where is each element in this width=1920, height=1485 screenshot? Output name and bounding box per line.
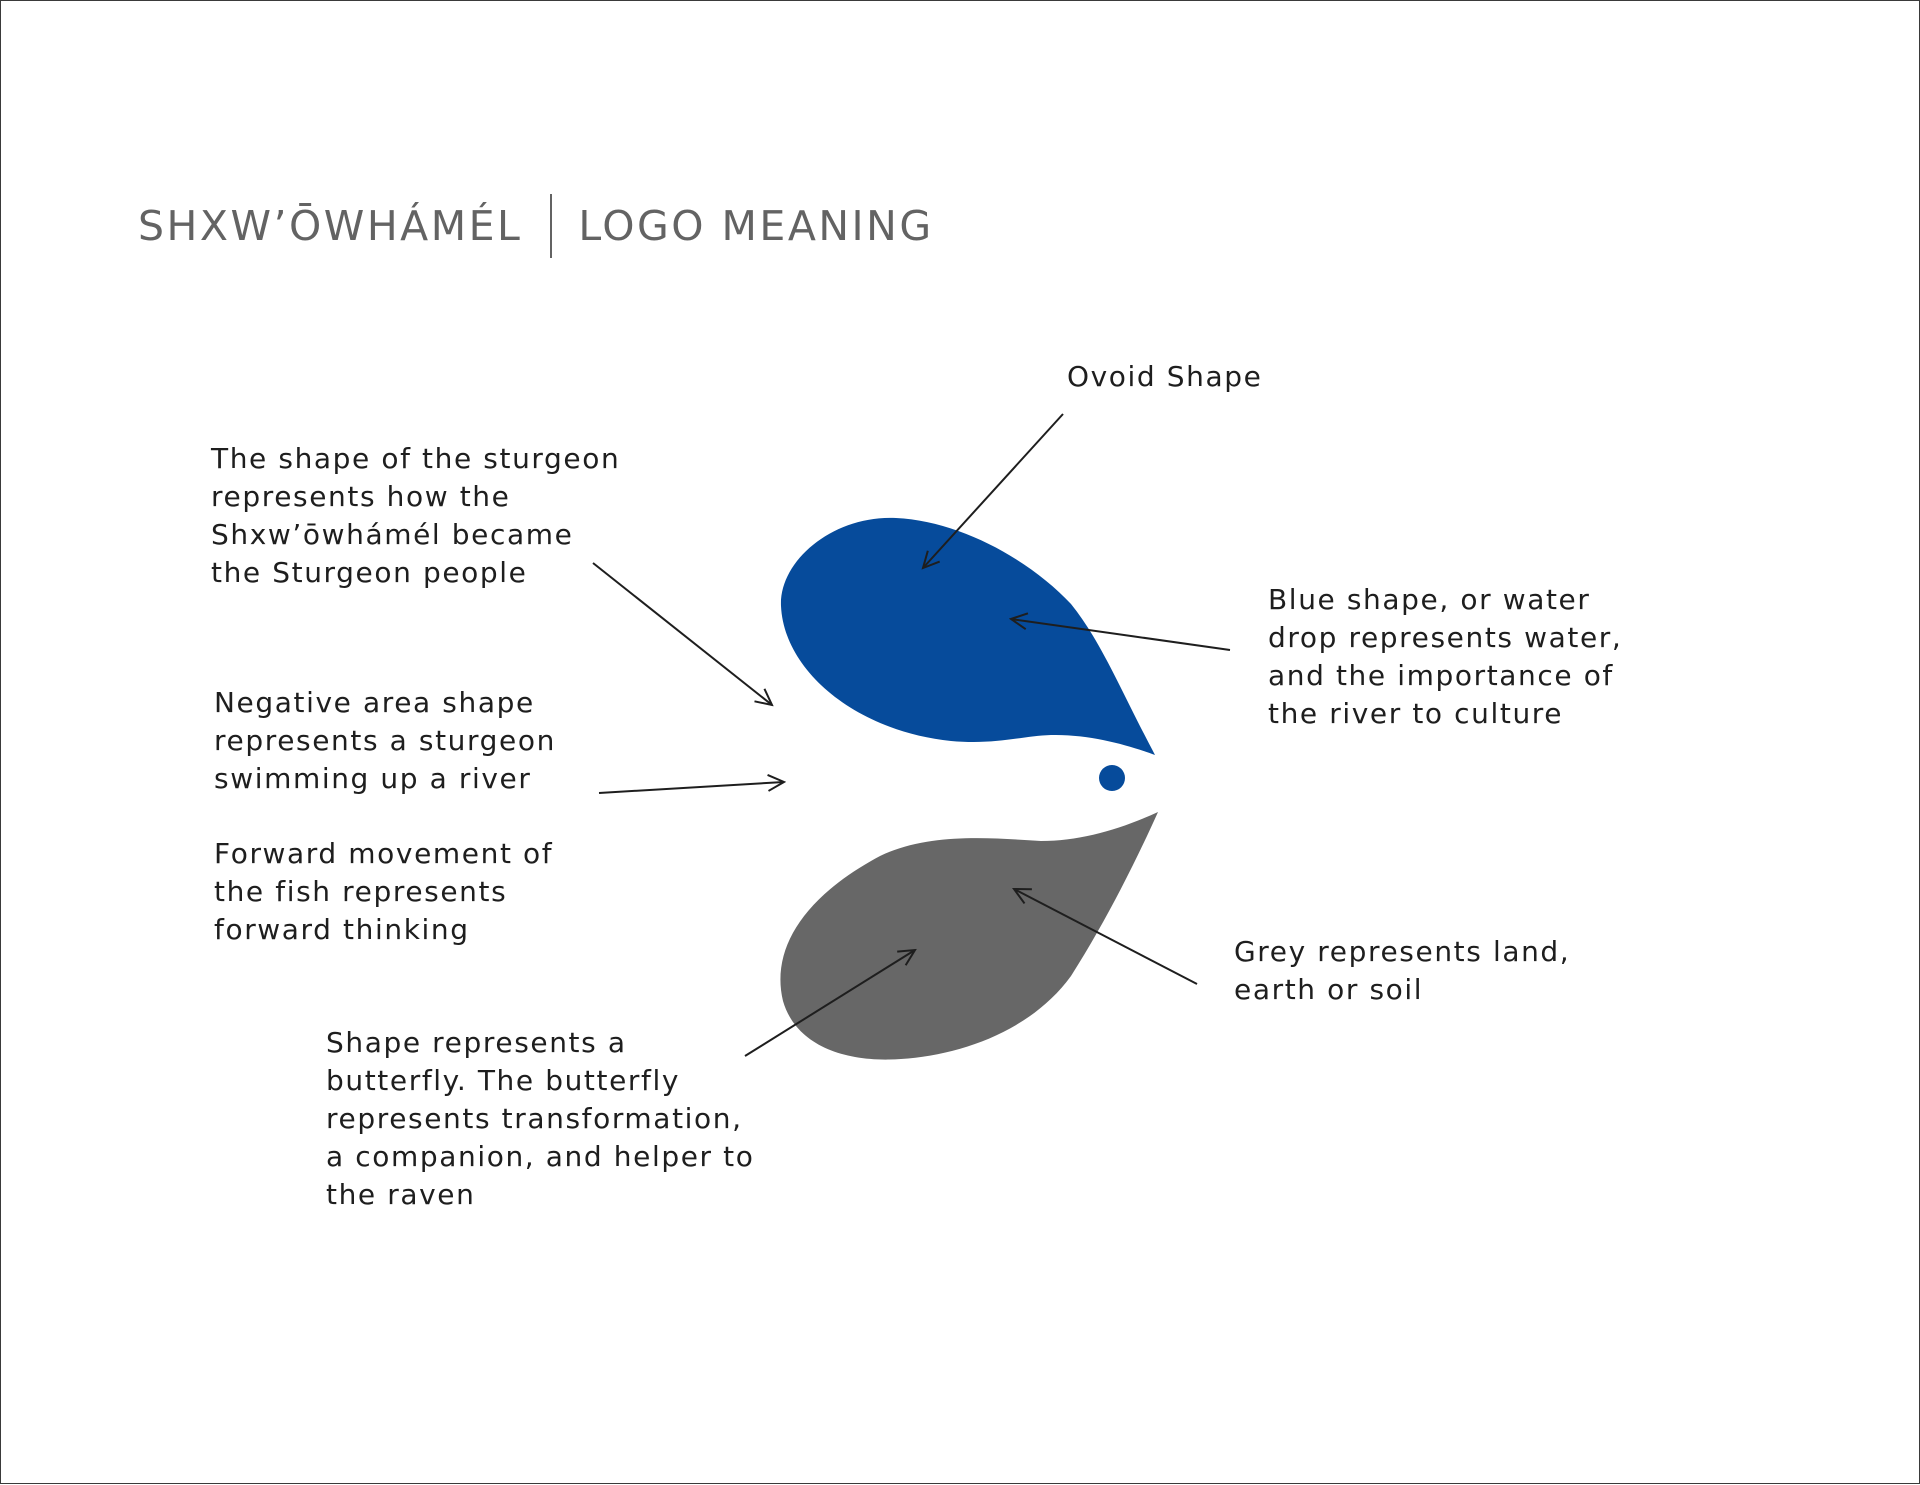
label-sturgeon-shape: The shape of the sturgeon represents how… bbox=[211, 442, 621, 589]
title-name: SHXW’ŌWHÁMÉL bbox=[138, 202, 523, 250]
label-negative-area: Negative area shape represents a sturgeo… bbox=[214, 686, 556, 795]
label-grey-shape: Grey represents land, earth or soil bbox=[1234, 935, 1571, 1006]
label-butterfly: Shape represents a butterfly. The butter… bbox=[326, 1026, 755, 1211]
arrow-negative-area bbox=[598, 782, 784, 794]
label-blue-shape: Blue shape, or water drop represents wat… bbox=[1268, 583, 1623, 730]
label-forward-movement: Forward movement of the fish represents … bbox=[214, 837, 554, 946]
label-ovoid-shape: Ovoid Shape bbox=[1067, 360, 1263, 393]
grey-drop-shape bbox=[780, 812, 1158, 1060]
arrow-sturgeon-shape bbox=[592, 562, 772, 705]
arrow-grey-shape bbox=[1014, 889, 1198, 985]
blue-drop-shape bbox=[780, 517, 1155, 755]
arrow-butterfly bbox=[744, 950, 915, 1057]
arrow-ovoid bbox=[923, 413, 1064, 568]
page-title: SHXW’ŌWHÁMÉL LOGO MEANING bbox=[138, 191, 934, 261]
blue-dot bbox=[1099, 765, 1125, 791]
title-subtitle: LOGO MEANING bbox=[578, 202, 934, 250]
title-divider bbox=[550, 194, 553, 258]
arrow-blue-shape bbox=[1011, 619, 1231, 651]
